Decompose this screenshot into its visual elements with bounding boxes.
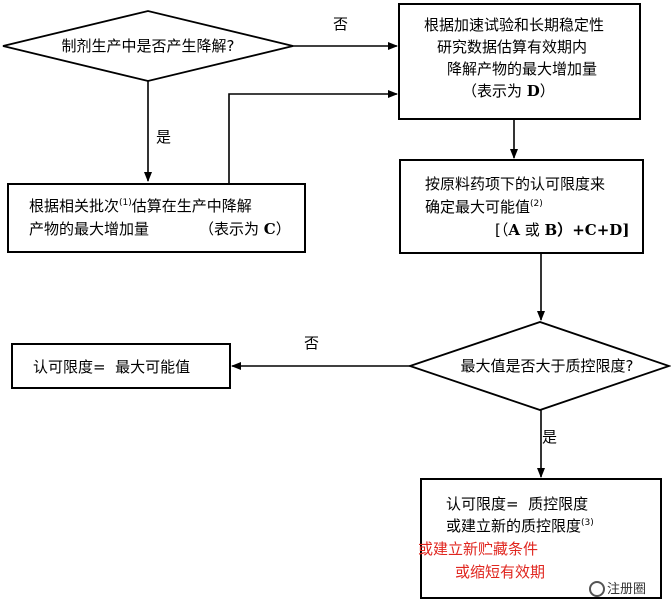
box-c-note-close: ） (275, 220, 291, 238)
box-d-var: D (526, 82, 540, 100)
box-d-line4: （表示为 D） (462, 80, 555, 102)
qc-line4-shelf-life: 或缩短有效期 (455, 563, 546, 581)
box-d-line1: 根据加速试验和长期稳定性 (424, 16, 605, 34)
box-c-note-open: （表示为 (199, 220, 264, 238)
box-d-line3: 降解产物的最大增加量 (447, 60, 598, 78)
edge-label-yes-left: 是 (156, 128, 172, 146)
box-c-line1-post: 估算在生产中降解 (131, 197, 252, 215)
box-c-line2: 产物的最大增加量 (29, 220, 150, 238)
box-max-line1: 按原料药项下的认可限度来 (425, 175, 606, 193)
box-max-line2-text: 确定最大可能值 (425, 198, 531, 216)
watermark-logo-icon (589, 581, 605, 597)
box-c-line1-pre: 根据相关批次 (29, 197, 120, 215)
box-max-footnote: (2) (530, 199, 543, 209)
edge-label-no-top: 否 (333, 15, 349, 33)
box-d-line2: 研究数据估算有效期内 (437, 38, 588, 56)
box-estimate-production-c: 根据相关批次(1)估算在生产中降解 产物的最大增加量 （表示为 C） (7, 183, 306, 253)
box-max-possible-value: 按原料药项下的认可限度来 确定最大可能值(2) [（A 或 B）+C+D] (399, 159, 644, 254)
formula-close: ）+C+D] (557, 221, 630, 239)
edge-label-no-middle: 否 (304, 334, 320, 352)
formula-var-b: B (544, 221, 558, 239)
qc-line1-label: 认可限度= (446, 495, 519, 513)
decision-production-label: 制剂生产中是否产生降解? (61, 37, 235, 55)
watermark-text: 注册圈 (607, 582, 647, 597)
box-c-var: C (263, 220, 276, 238)
box-c-footnote: (1) (119, 198, 132, 208)
accept-max-value: 最大可能值 (115, 358, 191, 376)
qc-line1-value: 质控限度 (528, 495, 589, 513)
box-estimate-degradation-d: 根据加速试验和长期稳定性 研究数据估算有效期内 降解产物的最大增加量 （表示为 … (398, 3, 641, 120)
box-accept-limit-qc: 认可限度= 质控限度 或建立新的质控限度(3) (420, 478, 662, 599)
formula-or: 或 (520, 221, 545, 239)
formula-open: [（ (495, 221, 509, 239)
box-c-note: （表示为 C） (199, 218, 291, 240)
decision-max-diamond (407, 321, 671, 411)
box-max-formula: [（A 或 B）+C+D] (495, 219, 629, 241)
box-d-note-close: ） (539, 82, 555, 100)
box-accept-limit-max: 认可限度= 最大可能值 (11, 343, 231, 389)
box-max-line2: 确定最大可能值(2) (425, 196, 543, 218)
decision-max-label: 最大值是否大于质控限度? (460, 357, 634, 375)
box-c-line1: 根据相关批次(1)估算在生产中降解 (29, 195, 252, 217)
qc-line2-text: 或建立新的质控限度 (446, 517, 582, 535)
box-accept-max-text: 认可限度= 最大可能值 (33, 356, 190, 378)
qc-footnote: (3) (581, 518, 594, 528)
box-qc-line1: 认可限度= 质控限度 (446, 493, 588, 515)
arrow-box-c-to-box-d (228, 90, 398, 183)
edge-label-yes-bottom: 是 (542, 428, 558, 446)
box-d-note-open: （表示为 (462, 82, 527, 100)
qc-line3-storage: 或建立新贮藏条件 (418, 540, 539, 558)
box-qc-line2: 或建立新的质控限度(3) (446, 515, 594, 537)
accept-max-label: 认可限度= (33, 358, 106, 376)
formula-var-a: A (508, 221, 520, 239)
